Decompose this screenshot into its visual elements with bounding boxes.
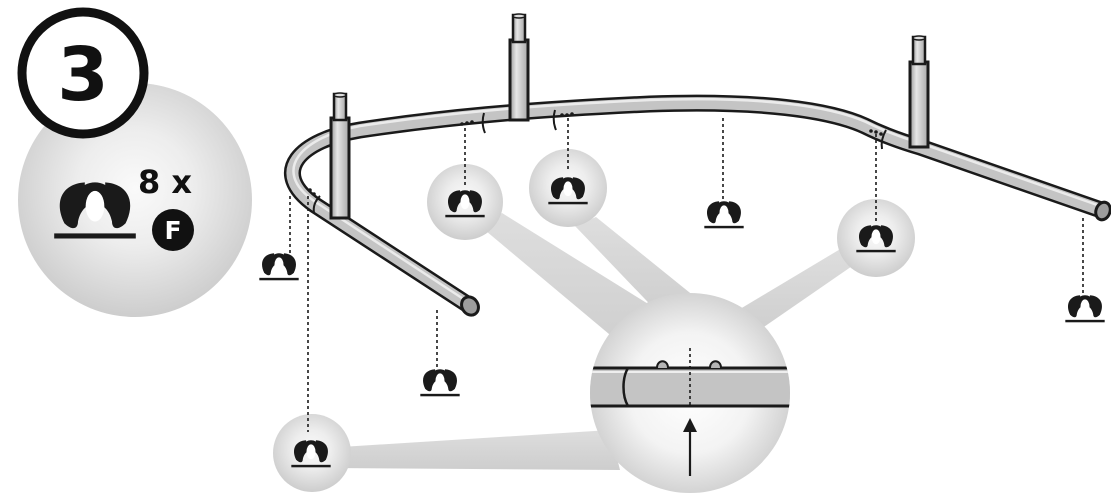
frame-assembly: [284, 13, 1111, 317]
part-letter-badge: F: [152, 209, 194, 251]
leader-lines: [289, 118, 1084, 432]
parts-badge-background: [18, 83, 252, 317]
step-number: 3: [57, 32, 109, 118]
parts-badge: 3 8 x F: [17, 7, 252, 317]
step-number-badge: 3: [17, 7, 149, 139]
part-letter: F: [164, 216, 181, 245]
frame-post: [508, 13, 530, 122]
clip-icon: [259, 253, 299, 281]
part-quantity: 8 x: [138, 163, 192, 201]
clip-icon: [704, 201, 744, 229]
magnified-detail: [590, 293, 790, 493]
frame-post: [908, 35, 930, 149]
clip-icon: [420, 369, 460, 397]
pipe-end: [460, 295, 480, 317]
arrow-up-icon: [683, 418, 697, 432]
frame-post: [329, 92, 351, 220]
pipe-end: [1094, 200, 1111, 222]
clip-icon: [1065, 295, 1105, 323]
